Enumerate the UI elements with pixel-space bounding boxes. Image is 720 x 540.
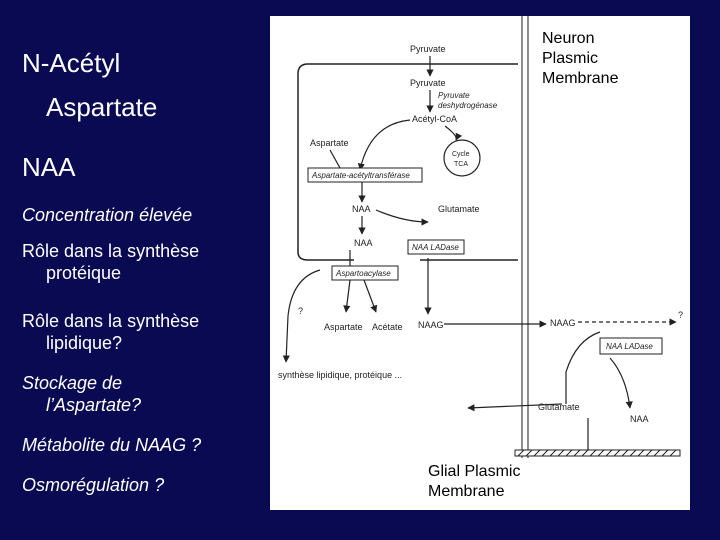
label-pyruvate-in: Pyruvate — [410, 78, 446, 88]
item-naag-metabolite: Métabolite du NAAG ? — [22, 435, 202, 455]
pathway-diagram: Pyruvate Pyruvate Pyruvate deshydrogénas… — [278, 16, 683, 458]
glial-membrane — [514, 449, 681, 457]
neuron-membrane-label: Neuron Plasmic Membrane — [542, 29, 618, 89]
item-storage: Stockage de l’Aspartate? — [22, 372, 141, 416]
title-line1: N-Acétyl — [22, 48, 121, 78]
glial-label-line2: Membrane — [428, 483, 505, 500]
label-acetylcoa: Acétyl-CoA — [412, 114, 457, 124]
label-question-1: ? — [298, 306, 303, 316]
item-proteic-line2: protéique — [46, 263, 122, 283]
item-concentration: Concentration élevée — [22, 205, 193, 225]
label-acetate: Acétate — [372, 322, 403, 332]
neuron-label-line1: Neuron — [542, 30, 595, 47]
label-naa-ladase-2: NAA LADase — [606, 342, 653, 351]
label-pdh-2: deshydrogénase — [438, 101, 498, 110]
box-transferase — [307, 167, 423, 183]
neuron-outline — [297, 63, 518, 261]
label-aspartoacylase: Aspartoacylase — [335, 269, 391, 278]
label-naag-2: NAAG — [550, 318, 576, 328]
label-pdh-1: Pyruvate — [438, 91, 470, 100]
item-lipidic-line1: Rôle dans la synthèse — [22, 311, 200, 331]
label-aspartate-2: Aspartate — [324, 322, 363, 332]
label-naa-2: NAA — [354, 238, 373, 248]
box-naa-ladase-1 — [407, 239, 465, 255]
item-proteic-line1: Rôle dans la synthèse — [22, 241, 200, 261]
label-naa-ladase-1: NAA LADase — [412, 243, 459, 252]
tca-cycle — [443, 139, 481, 177]
item-storage-line1: Stockage de — [22, 373, 123, 393]
box-naa-ladase-2 — [599, 337, 663, 355]
label-question-2: ? — [678, 310, 683, 320]
label-glutamate-2: Glutamate — [538, 402, 580, 412]
label-aspartate: Aspartate — [310, 138, 349, 148]
label-transferase: Aspartate-acétyltransférase — [311, 171, 410, 180]
item-storage-line2: l’Aspartate? — [46, 395, 142, 415]
label-synthesis: synthèse lipidique, protéique ... — [278, 370, 402, 380]
neuron-label-line2: Plasmic — [542, 50, 599, 67]
diagram-panel: Pyruvate Pyruvate Pyruvate deshydrogénas… — [270, 16, 690, 510]
item-lipidic-line2: lipidique? — [46, 333, 123, 353]
label-pyruvate-top: Pyruvate — [410, 44, 446, 54]
label-tca: TCA — [454, 161, 468, 168]
title-line2: Aspartate — [46, 92, 158, 122]
label-naa-3: NAA — [630, 414, 649, 424]
item-osmoregulation: Osmorégulation ? — [22, 475, 165, 495]
item-proteic: Rôle dans la synthèse protéique — [22, 240, 199, 284]
label-naag-1: NAAG — [418, 320, 444, 330]
item-lipidic: Rôle dans la synthèse lipidique? — [22, 310, 199, 354]
label-naa-1: NAA — [352, 204, 371, 214]
glial-label-line1: Glial Plasmic — [428, 463, 521, 480]
label-cycle: Cycle — [452, 151, 470, 158]
glial-membrane-label: Glial Plasmic Membrane — [428, 462, 520, 502]
heading-naa: NAA — [22, 152, 76, 182]
neuron-label-line3: Membrane — [542, 70, 619, 87]
box-aspartoacylase — [331, 265, 399, 281]
label-glutamate-1: Glutamate — [438, 204, 480, 214]
